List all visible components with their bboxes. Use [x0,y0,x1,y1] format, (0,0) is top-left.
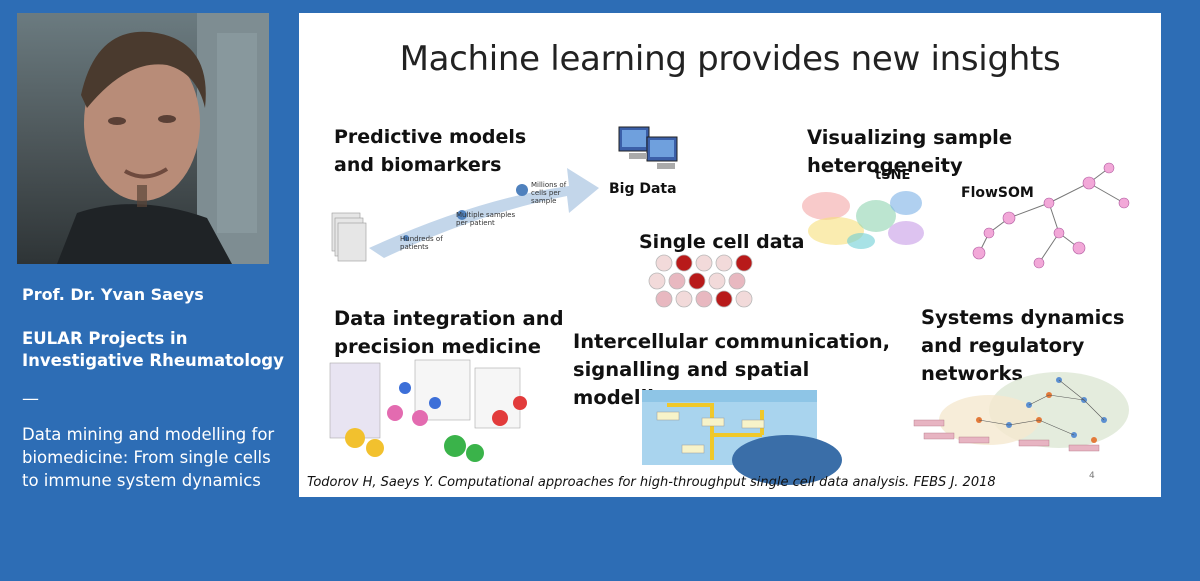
regulatory-network-graphic [913,372,1129,452]
growth-arrow-graphic [331,168,599,262]
section-systems-dynamics: Systems dynamics and regulatory networks [921,306,1125,385]
section-data-integration: Data integration and precision medicine [334,307,564,358]
flowsom-tree [972,162,1130,269]
data-integration-graphic [329,359,527,462]
tsne-scatter-plot [802,191,924,249]
section-single-cell: Single cell data [639,231,805,253]
label-millions-cells: Millions of cells per sample [531,181,567,205]
speaker-video [17,13,269,264]
section-visualizing: Visualizing sample heterogeneity [807,126,1013,177]
slide-page-number: 4 [1089,471,1095,481]
talk-title: Data mining and modelling for biomedicin… [22,425,275,490]
separator: — [22,389,39,409]
signalling-diagram [642,390,842,485]
label-flowsom: FlowSOM [961,185,1034,201]
section-predictive-models: Predictive models and biomarkers [334,126,527,176]
label-hundreds-patients: Hundreds of patients [400,235,443,251]
slide-citation: Todorov H, Saeys Y. Computational approa… [307,475,996,490]
speaker-video-frame [57,13,269,264]
computers-icon [618,126,678,169]
label-tsne: tSNE [875,168,911,183]
presentation-slide: Machine learning provides new insights P… [299,13,1161,497]
label-big-data: Big Data [609,181,677,197]
single-cell-circles [648,254,753,308]
speaker-name: Prof. Dr. Yvan Saeys [22,285,204,304]
project-name: EULAR Projects in Investigative Rheumato… [22,329,284,370]
slide-title: Machine learning provides new insights [399,39,1061,79]
label-multiple-samples: Multiple samples per patient [456,211,516,227]
speaker-info: Prof. Dr. Yvan Saeys EULAR Projects in I… [22,285,284,492]
